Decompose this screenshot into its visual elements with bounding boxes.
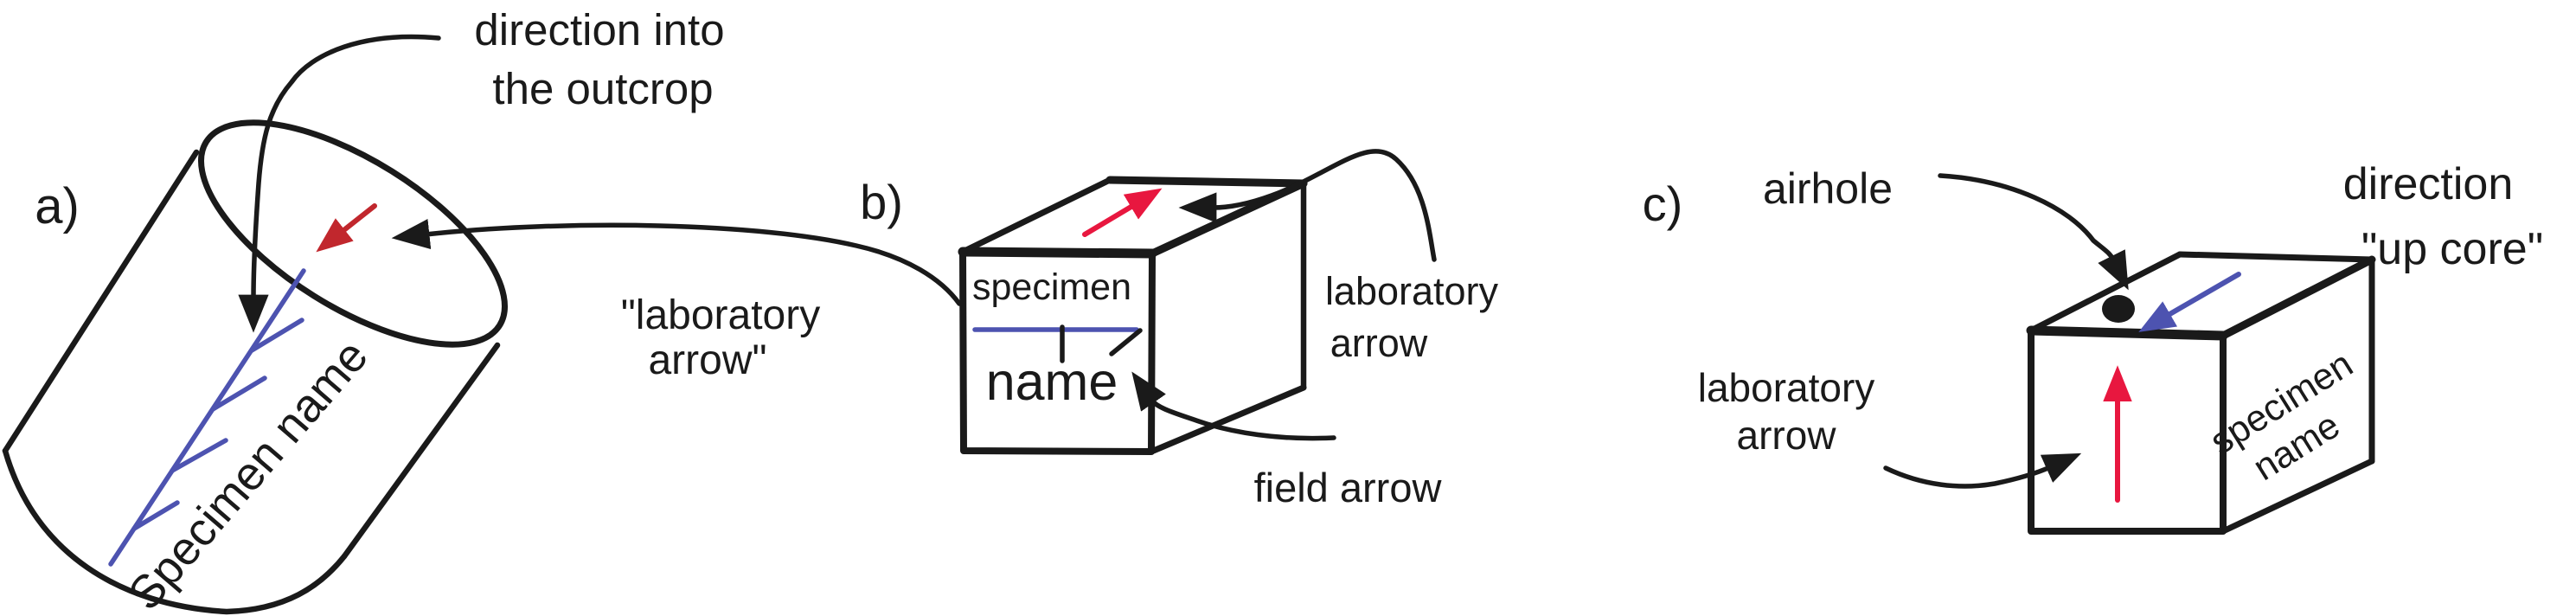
cylinder-left-side	[2, 149, 200, 454]
callout-laboratory-c-line1: laboratory	[1698, 365, 1875, 410]
airhole-dot-icon	[2102, 295, 2135, 323]
callout-laboratory-c-line2: arrow	[1736, 413, 1836, 458]
cube-b-face-text-line1: specimen	[972, 266, 1131, 308]
cube-b-right-bottom-edge	[1148, 384, 1307, 455]
panel-c: c) specimen name airhole direction "up c…	[1643, 159, 2543, 535]
field-arrow-slash-mark	[1109, 328, 1143, 356]
core-orientation-line	[108, 268, 306, 567]
cube-b-back-top-edge	[1105, 176, 1308, 188]
orientation-line-barb	[210, 375, 267, 412]
panel-b: b) specimen name laboratory arrow field …	[860, 149, 1499, 510]
callout-direction-upcore-line2: "up core"	[2361, 224, 2543, 274]
panel-a: a) Specimen name direction into the outc…	[2, 5, 962, 616]
callout-direction-into-line1: direction into	[474, 5, 724, 55]
core-cylinder	[2, 119, 508, 615]
cube-c-top-left-edge	[2028, 251, 2183, 334]
callout-field-arrow: field arrow	[1254, 465, 1443, 510]
cube-c-back-top-edge	[2176, 251, 2375, 263]
cube-c-front-top-edge	[2026, 325, 2228, 341]
laboratory-leader-arrow-b	[1178, 149, 1437, 262]
callout-laboratory-b-line2: arrow	[1330, 321, 1428, 365]
cube-b-top-left-edge	[959, 176, 1113, 255]
panel-b-label: b)	[860, 175, 903, 229]
callout-direction-upcore-line1: direction	[2343, 159, 2514, 209]
direction-into-leader-arrow	[238, 34, 441, 333]
callout-airhole: airhole	[1763, 164, 1893, 213]
red-lab-arrow-icon	[316, 203, 377, 253]
cube-b-front-top-edge	[958, 247, 1157, 259]
field-arrow-leader	[1131, 371, 1336, 441]
cube-c-top-right-edge	[2219, 255, 2376, 340]
specimen-name-text: Specimen name	[119, 330, 378, 616]
cube-c-right-bottom-edge	[2220, 458, 2375, 535]
orientation-line-barb	[249, 318, 304, 353]
orientation-line-barb	[131, 500, 180, 531]
laboratory-leader-arrow-c	[1883, 452, 2082, 489]
callout-direction-into-line2: the outcrop	[492, 64, 713, 113]
cylinder-top-face	[198, 119, 508, 348]
cylinder-right-side	[341, 342, 501, 560]
cylinder-bottom-edge	[2, 447, 348, 615]
orientation-line-main	[108, 268, 306, 567]
cube-b-face-text-line2: name	[986, 352, 1118, 411]
orientation-line-barb	[170, 438, 228, 473]
callout-laboratory-a-line1: "laboratory	[621, 292, 820, 338]
panel-c-label: c)	[1643, 176, 1683, 231]
laboratory-leader-arrow-a	[391, 219, 962, 306]
specimen-cube-c	[2026, 251, 2376, 535]
callout-laboratory-b-line1: laboratory	[1325, 269, 1499, 313]
airhole-leader-arrow	[1938, 173, 2129, 291]
specimen-cube-b	[958, 176, 1308, 455]
callout-laboratory-a-line2: arrow"	[648, 337, 766, 383]
cube-c-front-face	[2028, 327, 2227, 535]
panel-a-label: a)	[35, 178, 80, 234]
up-core-blue-arrow-icon	[2138, 272, 2241, 332]
red-lab-arrow-icon	[1082, 188, 1163, 237]
